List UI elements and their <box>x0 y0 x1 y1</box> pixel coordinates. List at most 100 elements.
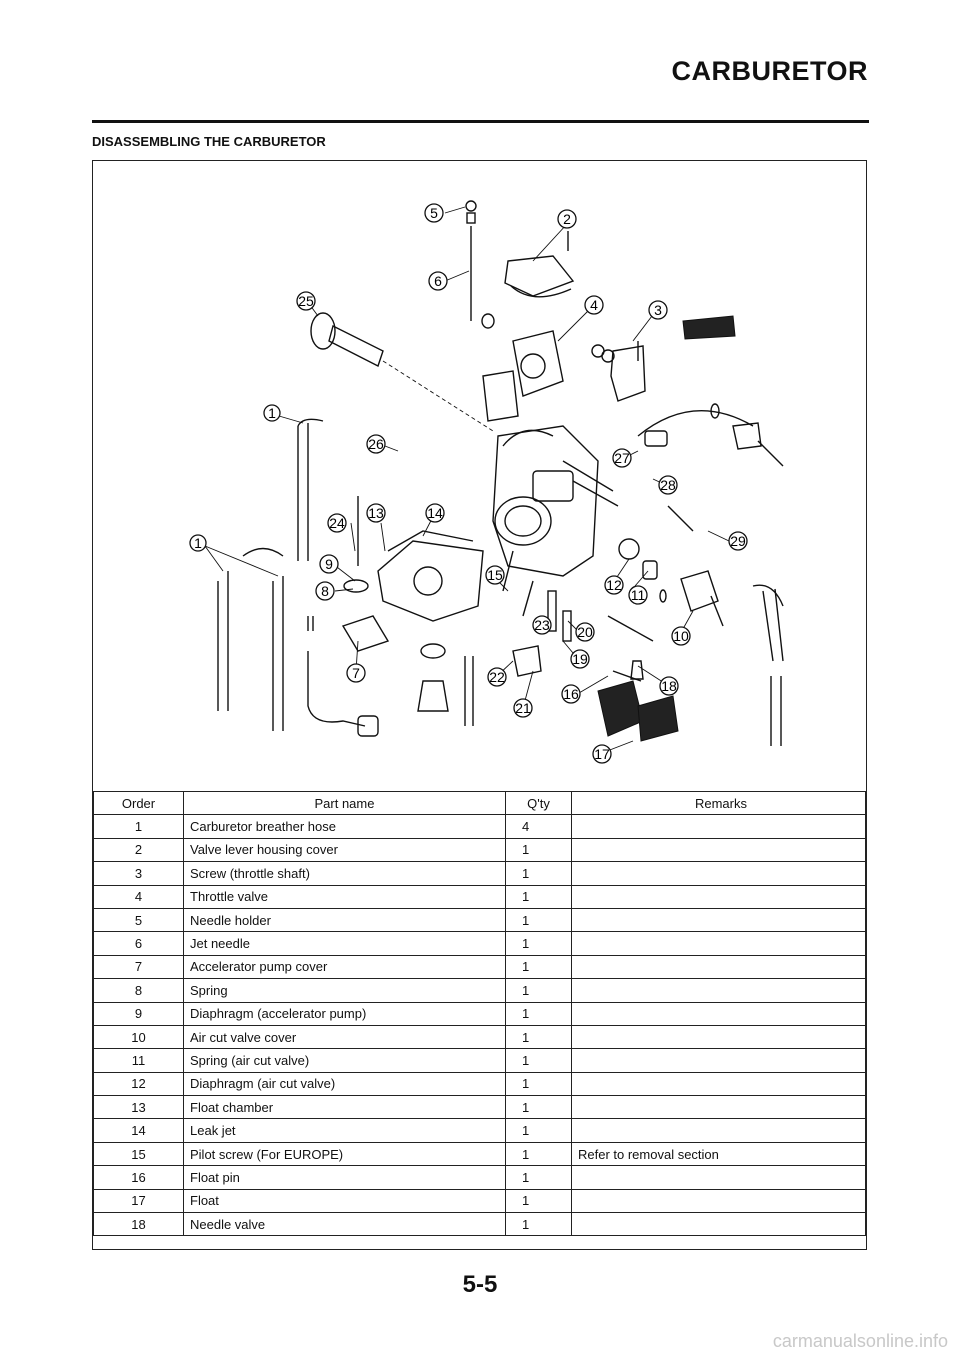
cell-order: 17 <box>93 1188 184 1214</box>
table-header-row: Order Part name Q'ty Remarks <box>93 790 866 816</box>
cell-remarks <box>571 1212 866 1237</box>
cell-order: 8 <box>93 978 184 1003</box>
cell-remarks <box>571 1001 866 1026</box>
svg-text:21: 21 <box>515 700 531 716</box>
callout-25: 25 <box>296 291 316 311</box>
svg-text:1: 1 <box>194 535 202 551</box>
svg-text:11: 11 <box>631 587 646 603</box>
float-assembly <box>597 660 679 742</box>
callout-9: 9 <box>319 554 339 574</box>
svg-text:22: 22 <box>489 669 505 685</box>
callout-1b: 1 <box>189 534 207 552</box>
svg-text:18: 18 <box>661 678 677 694</box>
callout-19: 19 <box>570 649 590 669</box>
accelerator-pump <box>307 579 390 737</box>
cell-order: 6 <box>93 931 184 956</box>
cell-order: 14 <box>93 1118 184 1143</box>
cell-remarks <box>571 1118 866 1143</box>
cell-part-name: Valve lever housing cover <box>183 837 506 863</box>
cell-qty: 1 <box>505 1165 572 1190</box>
cell-qty: 1 <box>505 931 572 956</box>
header-qty: Q'ty <box>505 790 572 816</box>
svg-text:9: 9 <box>325 556 333 572</box>
carburetor-exploded-view: 1 1 2 3 4 5 6 7 8 9 10 11 12 13 14 15 16… <box>189 200 784 764</box>
callout-7: 7 <box>346 663 366 683</box>
cell-order: 5 <box>93 907 184 933</box>
cell-order: 13 <box>93 1095 184 1120</box>
cell-order: 18 <box>93 1212 184 1237</box>
callout-22: 22 <box>487 667 507 687</box>
svg-text:15: 15 <box>487 567 503 583</box>
callout-1a: 1 <box>263 404 281 422</box>
cell-part-name: Accelerator pump cover <box>183 954 506 980</box>
cell-part-name: Pilot screw (For EUROPE) <box>183 1141 506 1167</box>
float-chamber <box>357 496 484 726</box>
cell-part-name: Needle valve <box>183 1212 506 1237</box>
cell-remarks <box>571 1095 866 1120</box>
svg-text:7: 7 <box>352 665 360 681</box>
cell-qty: 1 <box>505 1188 572 1214</box>
svg-text:23: 23 <box>534 617 550 633</box>
cell-remarks: Refer to removal section <box>571 1141 866 1167</box>
cell-order: 3 <box>93 861 184 886</box>
cell-part-name: Float pin <box>183 1165 506 1190</box>
cell-order: 10 <box>93 1024 184 1050</box>
svg-text:13: 13 <box>368 505 384 521</box>
svg-text:20: 20 <box>577 624 593 640</box>
cell-part-name: Leak jet <box>183 1118 506 1143</box>
svg-text:16: 16 <box>563 686 579 702</box>
cell-qty: 1 <box>505 1095 572 1120</box>
cell-order: 7 <box>93 954 184 980</box>
page-number: 5-5 <box>462 1271 498 1298</box>
svg-text:27: 27 <box>614 450 630 466</box>
cell-part-name: Diaphragm (accelerator pump) <box>183 1001 506 1026</box>
cell-part-name: Jet needle <box>183 931 506 956</box>
header-order: Order <box>93 790 184 816</box>
header-rule <box>92 120 869 123</box>
cell-qty: 4 <box>505 814 572 839</box>
callout-21: 21 <box>513 698 533 718</box>
cell-part-name: Spring (air cut valve) <box>183 1048 506 1073</box>
callout-13: 13 <box>366 503 386 523</box>
callout-27: 27 <box>612 448 632 468</box>
cell-qty: 1 <box>505 861 572 886</box>
cell-qty: 1 <box>505 978 572 1003</box>
breather-hoses <box>217 418 784 746</box>
cell-qty: 1 <box>505 1141 572 1167</box>
cell-part-name: Air cut valve cover <box>183 1024 506 1050</box>
jets-and-screws <box>502 505 694 677</box>
cell-remarks <box>571 1048 866 1073</box>
callout-12: 12 <box>604 575 624 595</box>
cell-part-name: Float chamber <box>183 1095 506 1120</box>
callout-28: 28 <box>658 475 678 495</box>
cell-remarks <box>571 1024 866 1050</box>
callout-24: 24 <box>327 513 347 533</box>
callout-16: 16 <box>561 684 581 704</box>
throttle-shaft <box>591 315 736 402</box>
svg-text:10: 10 <box>673 628 689 644</box>
carburetor-body <box>492 425 619 577</box>
svg-text:2: 2 <box>563 211 571 227</box>
cell-remarks <box>571 954 866 980</box>
cell-qty: 1 <box>505 1001 572 1026</box>
svg-text:8: 8 <box>321 583 329 599</box>
content-frame: 1 1 2 3 4 5 6 7 8 9 10 11 12 13 14 15 16… <box>92 160 867 1250</box>
svg-text:25: 25 <box>298 293 314 309</box>
jet-needle <box>465 200 495 329</box>
sensor-cable <box>637 403 784 467</box>
callout-3: 3 <box>648 300 668 320</box>
cell-remarks <box>571 978 866 1003</box>
cell-qty: 1 <box>505 907 572 933</box>
svg-text:26: 26 <box>368 436 384 452</box>
svg-text:12: 12 <box>606 577 622 593</box>
svg-text:17: 17 <box>594 746 610 762</box>
choke-plunger <box>310 312 494 432</box>
